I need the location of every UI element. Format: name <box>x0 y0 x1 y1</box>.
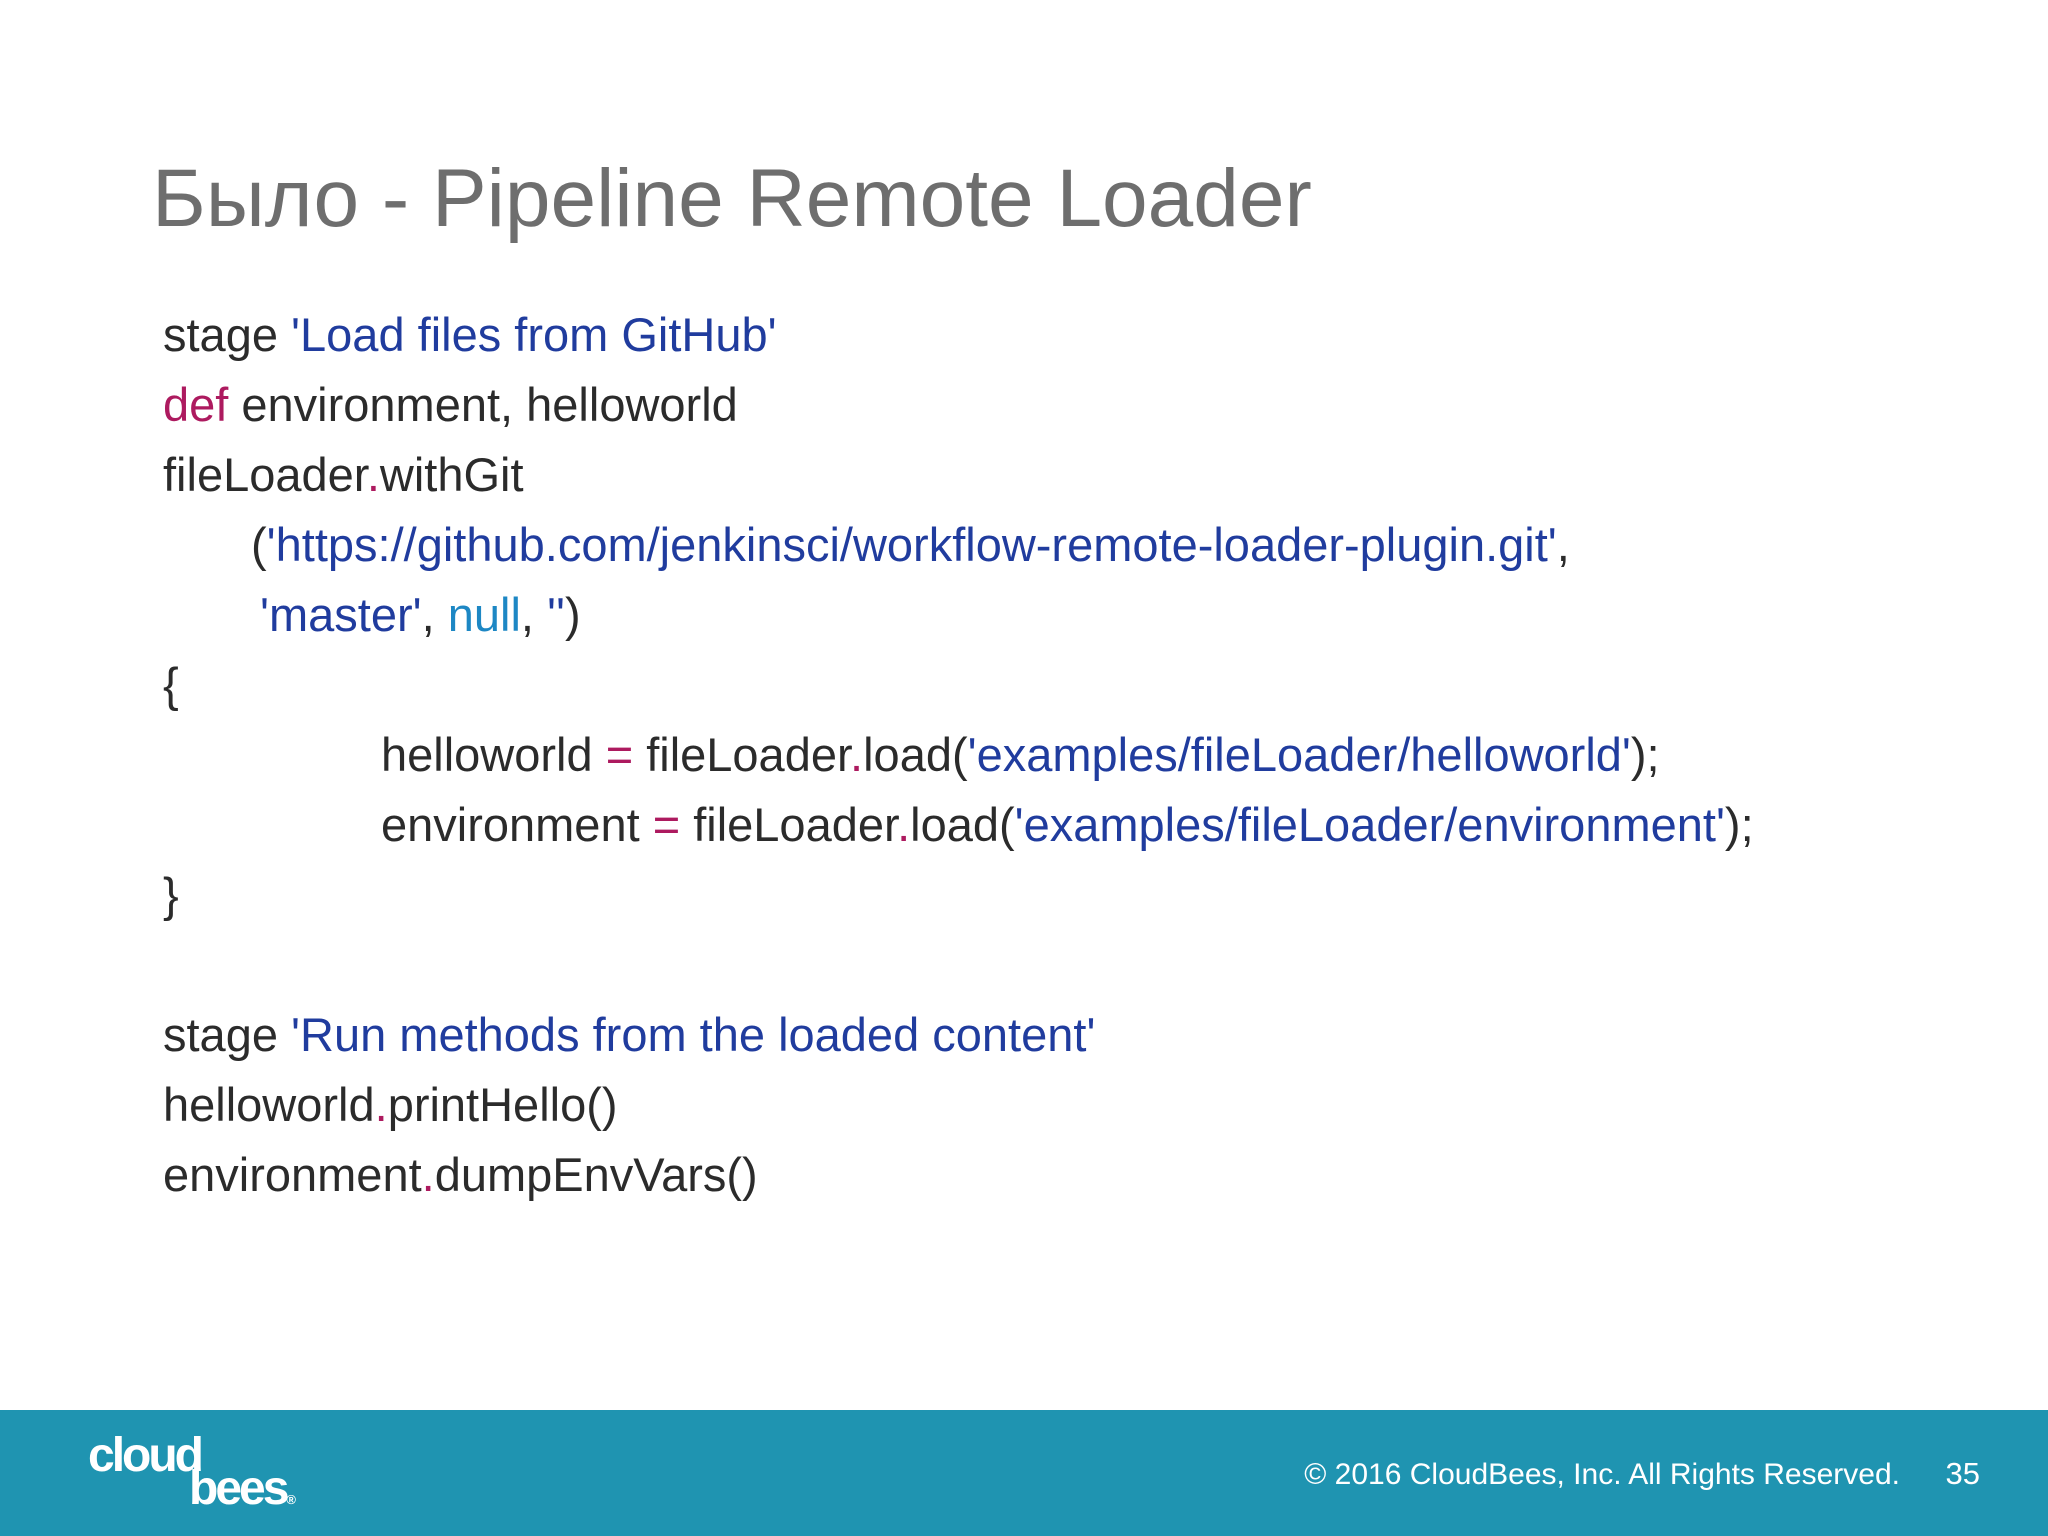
code-segment: ); <box>1724 798 1754 851</box>
code-segment: , <box>1556 518 1570 571</box>
code-block: stage 'Load files from GitHub'def enviro… <box>163 300 1754 1210</box>
code-line: { <box>163 650 1754 720</box>
code-segment: fileLoader <box>633 728 851 781</box>
code-segment: environment, helloworld <box>228 378 738 431</box>
cloudbees-logo: cloud bees® <box>88 1429 296 1515</box>
code-segment: . <box>897 798 911 851</box>
code-segment: 'examples/fileLoader/environment' <box>1014 798 1725 851</box>
code-segment: helloworld <box>381 728 606 781</box>
code-segment: helloworld <box>163 1078 375 1131</box>
code-segment: fileLoader <box>163 448 367 501</box>
code-segment: fileLoader <box>680 798 898 851</box>
code-segment: . <box>421 1148 435 1201</box>
code-segment: 'Load files from GitHub' <box>291 308 777 361</box>
footer-bar: cloud bees® © 2016 CloudBees, Inc. All R… <box>0 1410 2048 1536</box>
code-segment: . <box>374 1078 388 1131</box>
code-line: helloworld.printHello() <box>163 1070 1754 1140</box>
code-segment: ); <box>1630 728 1660 781</box>
logo-bees-word: bees <box>189 1462 289 1515</box>
code-segment: 'master' <box>260 588 422 641</box>
copyright-text: © 2016 CloudBees, Inc. All Rights Reserv… <box>1304 1458 1900 1491</box>
code-segment: { <box>163 658 179 711</box>
code-segment: withGit <box>379 448 524 501</box>
logo-cloud-text: cloud <box>88 1429 204 1482</box>
logo-bees-text: bees® <box>189 1462 296 1515</box>
code-line <box>163 930 1754 1000</box>
code-segment: load( <box>863 728 968 781</box>
code-line: environment = fileLoader.load('examples/… <box>163 790 1754 860</box>
code-segment: load( <box>910 798 1015 851</box>
code-line: fileLoader.withGit <box>163 440 1754 510</box>
code-segment: = <box>652 798 681 851</box>
code-segment: '' <box>547 588 565 641</box>
code-segment: 'https://github.com/jenkinsci/workflow-r… <box>266 518 1557 571</box>
code-line: helloworld = fileLoader.load('examples/f… <box>163 720 1754 790</box>
code-segment: 'examples/fileLoader/helloworld' <box>967 728 1631 781</box>
code-segment: = <box>605 728 634 781</box>
code-segment: def <box>163 378 229 431</box>
code-line: 'master', null, '') <box>163 580 1754 650</box>
code-segment: environment <box>381 798 653 851</box>
code-line: } <box>163 860 1754 930</box>
code-line: stage 'Run methods from the loaded conte… <box>163 1000 1754 1070</box>
code-segment: 'Run methods from the loaded content' <box>291 1008 1096 1061</box>
code-line: ('https://github.com/jenkinsci/workflow-… <box>163 510 1754 580</box>
code-segment: . <box>850 728 864 781</box>
code-line: stage 'Load files from GitHub' <box>163 300 1754 370</box>
code-line: environment.dumpEnvVars() <box>163 1140 1754 1210</box>
code-segment: dumpEnvVars() <box>434 1148 758 1201</box>
code-segment: . <box>366 448 380 501</box>
code-segment: stage <box>163 1008 292 1061</box>
code-segment: ( <box>251 518 267 571</box>
code-segment: , <box>520 588 548 641</box>
page-title: Было - Pipeline Remote Loader <box>152 153 1312 244</box>
code-segment: null <box>447 588 521 641</box>
code-segment: printHello() <box>387 1078 618 1131</box>
code-line: def environment, helloworld <box>163 370 1754 440</box>
code-segment: } <box>163 868 179 921</box>
code-segment: ) <box>564 588 581 641</box>
code-segment: stage <box>163 308 292 361</box>
registered-mark: ® <box>286 1492 295 1507</box>
code-segment: environment <box>163 1148 422 1201</box>
page-number: 35 <box>1945 1456 1980 1491</box>
code-segment: , <box>421 588 448 641</box>
